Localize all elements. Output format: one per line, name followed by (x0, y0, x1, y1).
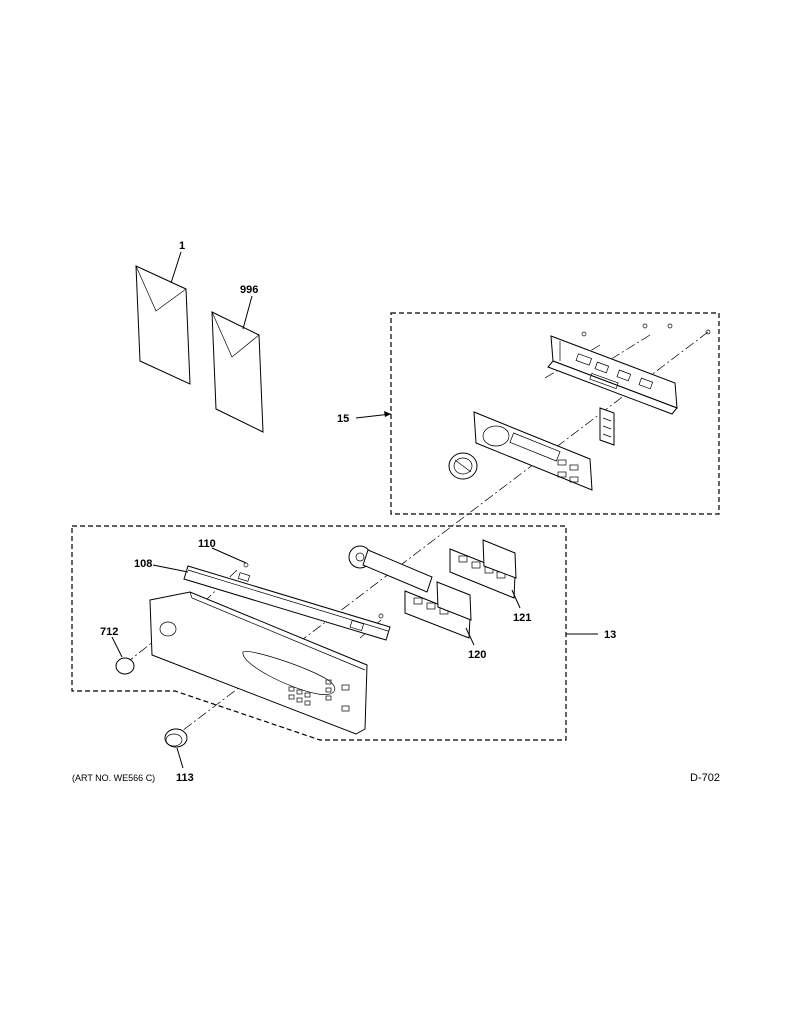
label-120: 120 (468, 649, 486, 661)
envelope-part-1 (135, 251, 191, 385)
label-15: 15 (337, 413, 349, 425)
rail-bracket-108 (152, 547, 391, 641)
knob-shaft-arm (348, 545, 433, 593)
label-712: 712 (100, 626, 118, 638)
diagram-code: D-702 (690, 772, 720, 784)
display-board-bracket (473, 411, 593, 491)
label-113: 113 (176, 772, 194, 784)
label-108: 108 (134, 558, 152, 570)
small-connector-board (599, 407, 615, 446)
assembly-15-boundary (390, 312, 720, 515)
art-number: (ART NO. WE566 C) (72, 773, 155, 783)
envelope-part-996 (211, 295, 264, 433)
selector-knob-encoder (448, 452, 478, 480)
button-board-121 (449, 539, 521, 609)
button-board-120 (404, 581, 475, 646)
assembly-13-boundary (71, 525, 567, 741)
label-996: 996 (240, 284, 258, 296)
main-control-board (547, 323, 711, 415)
control-panel-fascia (149, 591, 368, 735)
label-110: 110 (198, 538, 216, 550)
label-13: 13 (604, 629, 616, 641)
knob-113 (164, 728, 188, 769)
label-1: 1 (179, 240, 185, 252)
cap-712 (111, 636, 135, 675)
label-121: 121 (513, 612, 531, 624)
